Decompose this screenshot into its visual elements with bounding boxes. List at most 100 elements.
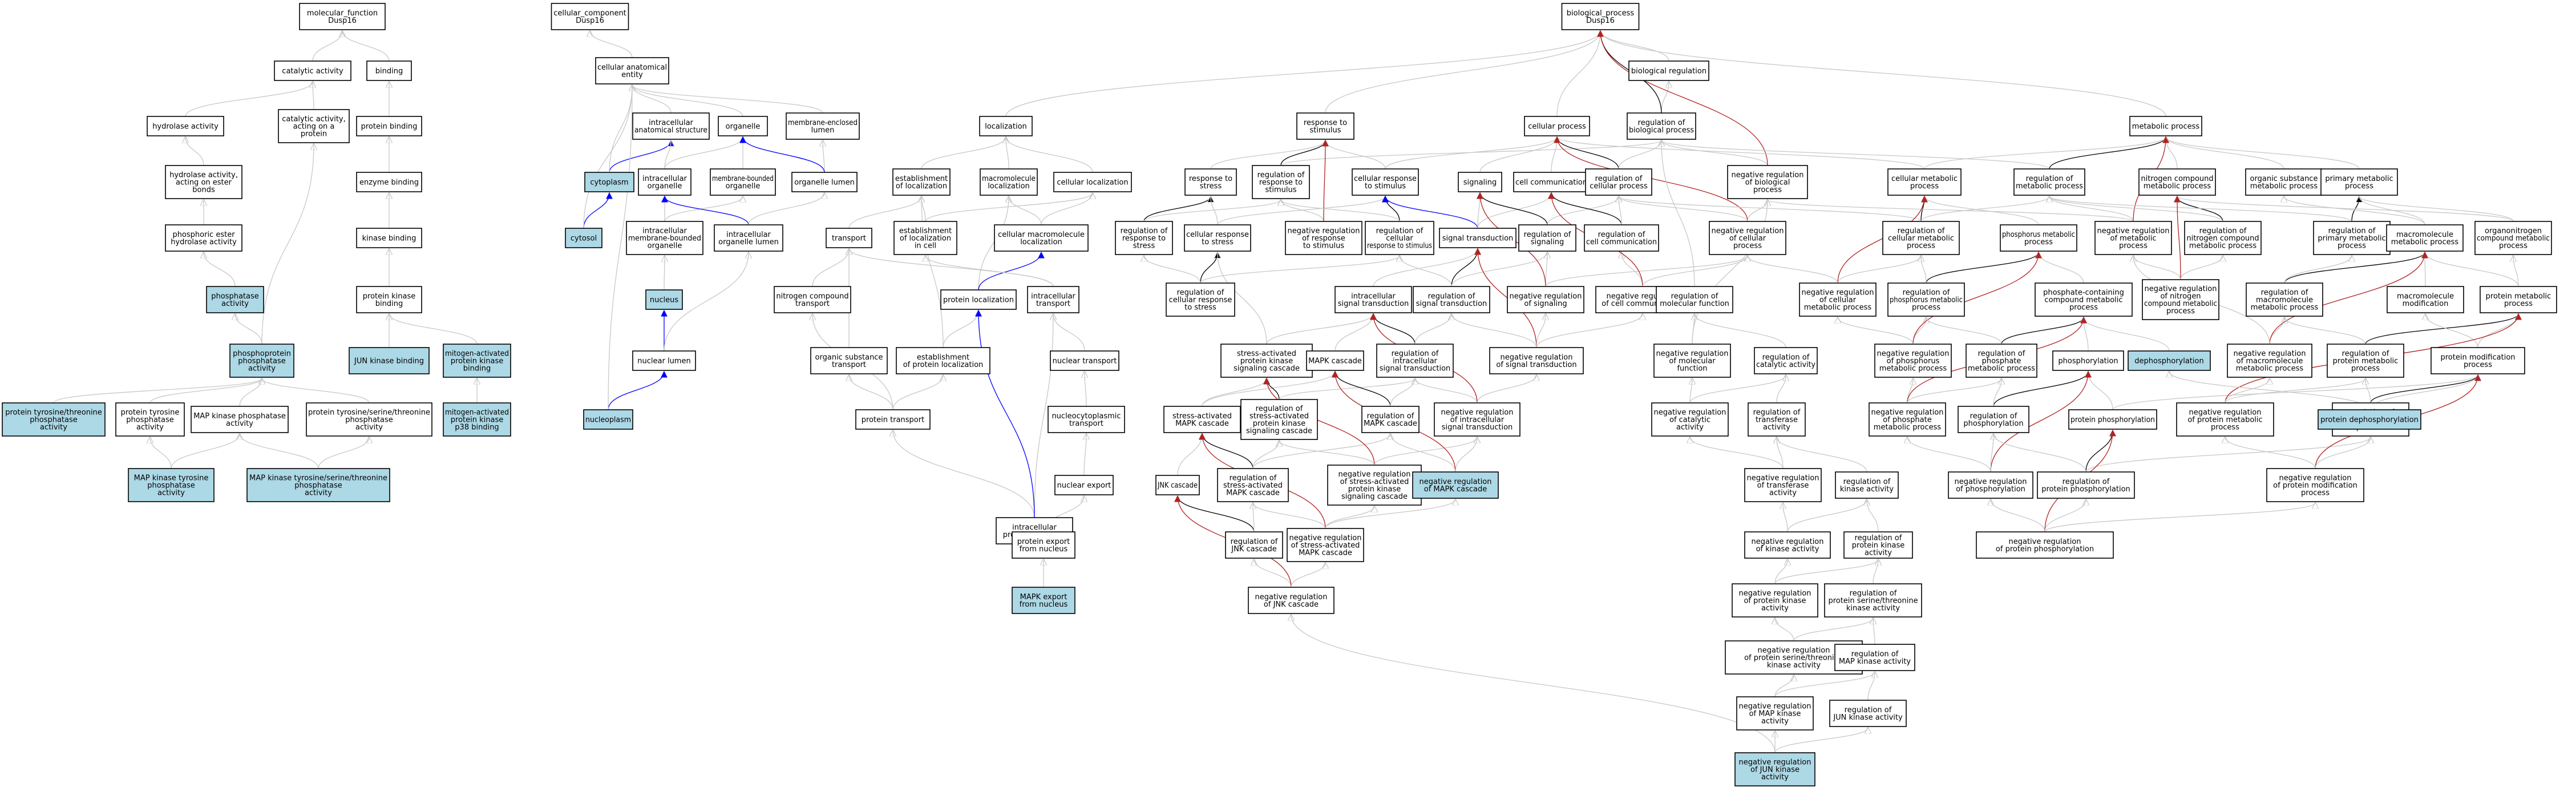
go-term-organelle[interactable]: organelle [718, 116, 768, 136]
go-term-protein-tyrosine-threonine-phosphatase-activity[interactable]: protein tyrosine/threoninephosphataseact… [2, 402, 106, 437]
go-term-map-kinase-tyrosine-serine-threonine-phosphatase-activity[interactable]: MAP kinase tyrosine/serine/threoninephos… [246, 468, 390, 502]
go-term-jnk-cascade[interactable]: JNK cascade [1155, 475, 1200, 495]
go-term-kinase-binding[interactable]: kinase binding [356, 228, 422, 248]
go-term-cellular-localization[interactable]: cellular localization [1053, 172, 1132, 192]
go-term-nuclear-transport[interactable]: nuclear transport [1050, 350, 1119, 371]
go-term-biological-regulation[interactable]: biological regulation [1628, 60, 1709, 81]
go-term-cell-communication[interactable]: cell communication [1513, 172, 1590, 192]
go-term-nuclear-export[interactable]: nuclear export [1054, 475, 1114, 495]
go-term-jun-kinase-binding[interactable]: JUN kinase binding [349, 347, 430, 374]
go-term-nuclear-lumen[interactable]: nuclear lumen [632, 350, 696, 371]
go-term-protein-tyrosine-serine-threonine-phosphatase-activity[interactable]: protein tyrosine/serine/threoninephospha… [306, 402, 432, 437]
go-term-organelle-lumen[interactable]: organelle lumen [791, 172, 858, 192]
go-term-localization[interactable]: localization [979, 116, 1033, 136]
go-term-protein-localization[interactable]: protein localization [940, 289, 1017, 310]
go-term-phosphorylation[interactable]: phosphorylation [2052, 350, 2124, 371]
go-term-protein-dephosphorylation[interactable]: protein dephosphorylation [2318, 409, 2421, 430]
go-term-hydrolase-activity[interactable]: hydrolase activity [147, 116, 224, 136]
go-term-signal-transduction[interactable]: signal transduction [1439, 228, 1517, 248]
go-term-enzyme-binding[interactable]: enzyme binding [356, 172, 422, 192]
go-term-metabolic-process[interactable]: metabolic process [2129, 116, 2202, 136]
go-term-cytoplasm[interactable]: cytoplasm [584, 172, 634, 192]
go-term-mapk-cascade[interactable]: MAPK cascade [1306, 350, 1364, 371]
go-term-protein-binding[interactable]: protein binding [356, 116, 422, 136]
go-term-cellular-process[interactable]: cellular process [1524, 116, 1590, 136]
go-term-cytosol[interactable]: cytosol [565, 228, 602, 248]
go-term-binding[interactable]: binding [366, 60, 412, 81]
